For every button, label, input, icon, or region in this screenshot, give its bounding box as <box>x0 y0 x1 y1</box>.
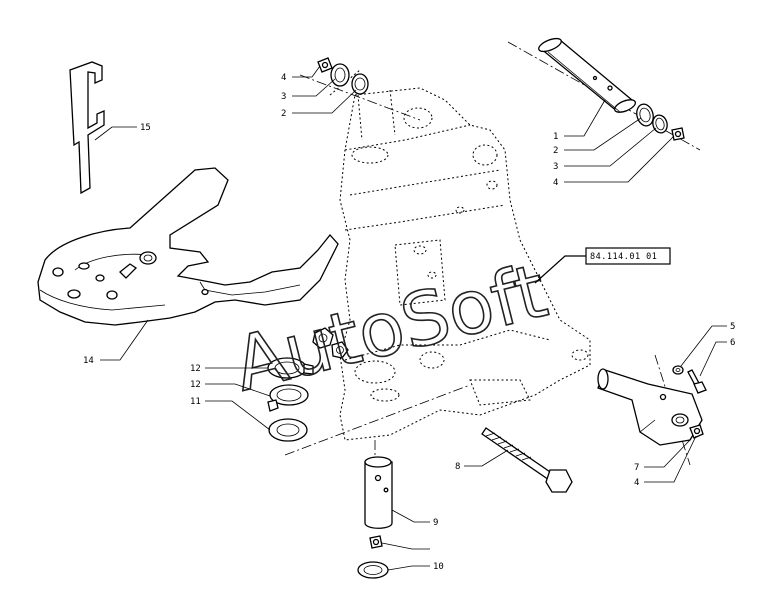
callout-2-top: 2 <box>281 109 286 119</box>
reference-box: 84.114.01 01 <box>534 247 671 284</box>
part-3-washer-right <box>652 114 668 134</box>
callout-4-flange: 4 <box>634 478 639 488</box>
part-12-shim-lower <box>267 384 309 412</box>
callout-14: 14 <box>83 356 94 366</box>
callout-12-lower: 12 <box>190 380 201 390</box>
part-6-bolt <box>687 369 707 394</box>
callout-9: 9 <box>433 518 438 528</box>
callouts: 4 3 2 1 2 3 4 15 14 12 12 11 5 6 7 4 8 9… <box>83 73 735 572</box>
part-8-bolt <box>481 427 573 493</box>
part-9-pin <box>364 456 393 529</box>
callout-4-right: 4 <box>553 178 558 188</box>
part-1-pin <box>538 37 637 113</box>
housing-outline <box>329 69 591 441</box>
callout-5: 5 <box>730 322 735 332</box>
part-11-washer <box>268 418 308 442</box>
part-7-pivot-flange <box>597 368 703 446</box>
part-2-ring-top <box>351 73 369 95</box>
callout-11: 11 <box>190 397 201 407</box>
part-3-washer-top <box>330 63 350 87</box>
part-5-washer <box>672 365 684 375</box>
reference-code: 84.114.01 01 <box>590 252 657 262</box>
part-4-grease-nipple-bottom <box>369 535 383 549</box>
center-nut <box>312 327 349 359</box>
callout-12-upper: 12 <box>190 364 201 374</box>
callout-2-right: 2 <box>553 146 558 156</box>
callout-15: 15 <box>140 123 151 133</box>
part-4-grease-nipple-top <box>317 57 333 73</box>
callout-6: 6 <box>730 338 735 348</box>
part-14-hitch-plate <box>37 167 339 326</box>
callout-3-top: 3 <box>281 92 286 102</box>
callout-4-top: 4 <box>281 73 286 83</box>
leader-lines <box>94 65 727 571</box>
callout-7: 7 <box>634 463 639 473</box>
callout-1: 1 <box>553 132 558 142</box>
part-10-ring <box>357 561 389 579</box>
callout-10: 10 <box>433 562 444 572</box>
part-15-bracket <box>69 61 105 195</box>
callout-3-right: 3 <box>553 162 558 172</box>
callout-8: 8 <box>455 462 460 472</box>
part-4-grease-nipple-flange <box>689 424 704 439</box>
part-2-ring-right <box>636 103 654 127</box>
part-4-grease-nipple-right <box>671 127 685 141</box>
